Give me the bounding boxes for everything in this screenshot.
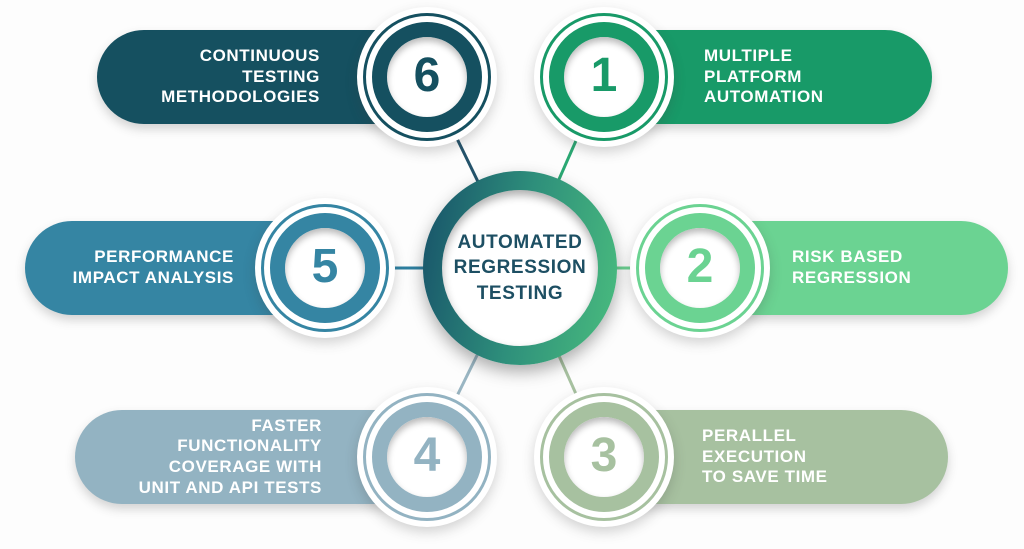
item-3-number: 3 bbox=[590, 429, 618, 482]
item-2-badge-outer-ring: 2 bbox=[636, 204, 764, 332]
item-4-badge: 4 bbox=[357, 387, 497, 527]
item-4-label-line: FASTER bbox=[251, 415, 322, 435]
item-4-label-line: COVERAGE WITH bbox=[168, 457, 322, 476]
item-5-number: 5 bbox=[311, 240, 339, 293]
item-6-label-line: METHODOLOGIES bbox=[161, 87, 320, 107]
item-2-label-line: RISK BASED bbox=[792, 247, 903, 267]
item-3-badge-core: 3 bbox=[549, 402, 659, 512]
item-4-badge-core: 4 bbox=[372, 402, 482, 512]
item-1-badge-outer-ring: 1 bbox=[540, 13, 668, 141]
item-1-label-line: MULTIPLE bbox=[704, 45, 793, 65]
item-2-badge: 2 bbox=[630, 198, 770, 338]
item-3-badge-outer-ring: 3 bbox=[540, 393, 668, 521]
item-6-label-line: CONTINUOUS bbox=[199, 45, 320, 65]
item-2-number: 2 bbox=[686, 240, 714, 293]
center-hub-title-line: AUTOMATED bbox=[457, 231, 583, 253]
item-3-badge: 3 bbox=[534, 387, 674, 527]
item-5-label-line: PERFORMANCE bbox=[94, 247, 234, 267]
item-5-badge: 5 bbox=[255, 198, 395, 338]
center-hub-title: AUTOMATED REGRESSION TESTING bbox=[454, 230, 587, 307]
item-6-badge-core: 6 bbox=[372, 22, 482, 132]
center-hub-title-line: REGRESSION bbox=[453, 257, 587, 279]
item-2-badge-core: 2 bbox=[645, 213, 755, 323]
item-5-badge-outer-ring: 5 bbox=[261, 204, 389, 332]
center-hub: AUTOMATED REGRESSION TESTING bbox=[423, 171, 617, 365]
item-6-number: 6 bbox=[413, 49, 441, 102]
item-2-label-line: REGRESSION bbox=[792, 268, 912, 287]
item-3-label-line: EXECUTION bbox=[702, 446, 807, 466]
item-5-label: PERFORMANCE IMPACT ANALYSIS bbox=[53, 247, 234, 288]
center-hub-inner-circle: AUTOMATED REGRESSION TESTING bbox=[442, 190, 598, 346]
item-1-number: 1 bbox=[590, 49, 618, 102]
item-6-badge-outer-ring: 6 bbox=[363, 13, 491, 141]
item-3-label: PERALLEL EXECUTION TO SAVE TIME bbox=[702, 426, 918, 488]
item-6-badge: 6 bbox=[357, 7, 497, 147]
item-2-label: RISK BASED REGRESSION bbox=[792, 247, 978, 288]
item-6-label: CONTINUOUS TESTING METHODOLOGIES bbox=[127, 46, 320, 108]
item-5-label-line: IMPACT ANALYSIS bbox=[72, 268, 234, 287]
item-3-label-line: TO SAVE TIME bbox=[702, 467, 828, 487]
item-1-badge-core: 1 bbox=[549, 22, 659, 132]
item-4-badge-outer-ring: 4 bbox=[363, 393, 491, 521]
item-4-number: 4 bbox=[413, 429, 441, 482]
item-4-label-line: UNIT AND API TESTS bbox=[138, 477, 322, 497]
item-1-label: MULTIPLE PLATFORM AUTOMATION bbox=[704, 46, 902, 108]
item-5-badge-core: 5 bbox=[270, 213, 380, 323]
item-1-badge: 1 bbox=[534, 7, 674, 147]
item-1-label-line: PLATFORM bbox=[704, 66, 802, 86]
center-hub-title-line: TESTING bbox=[476, 282, 564, 304]
item-4-label: FASTER FUNCTIONALITY COVERAGE WITH UNIT … bbox=[105, 416, 322, 499]
item-1-label-line: AUTOMATION bbox=[704, 87, 824, 107]
item-3-label-line: PERALLEL bbox=[702, 425, 797, 445]
item-6-label-line: TESTING bbox=[242, 66, 320, 86]
item-4-label-line: FUNCTIONALITY bbox=[177, 436, 322, 456]
